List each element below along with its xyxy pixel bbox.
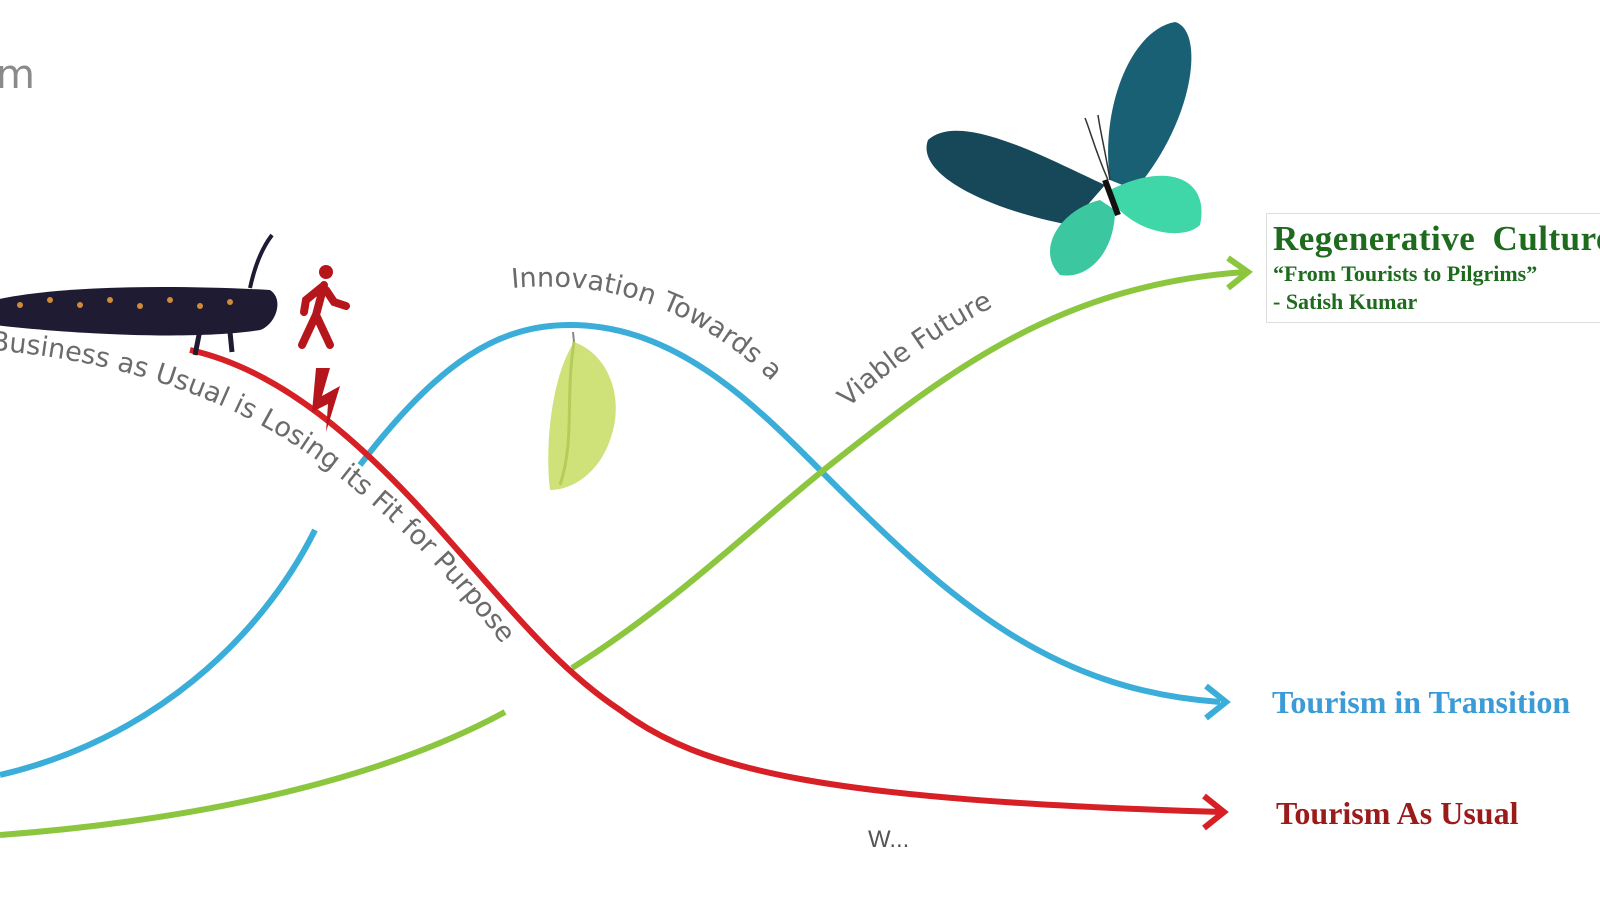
regenerative-culture-box: Regenerative Culture “From Tourists to P… — [1266, 213, 1600, 323]
caterpillar-icon — [0, 233, 278, 356]
transition-arrowhead-icon — [1204, 683, 1231, 721]
usual-curve — [189, 347, 1223, 815]
tourism-in-transition-label: Tourism in Transition — [1272, 684, 1571, 720]
transition-curve — [0, 528, 318, 778]
lightning-icon — [312, 368, 340, 432]
tourism-as-usual-label: Tourism As Usual — [1276, 795, 1519, 831]
svg-text:Viable Future: Viable Future — [832, 285, 997, 413]
regenerative-title: Regenerative Culture — [1273, 219, 1600, 258]
transition-curve-upper — [357, 321, 1221, 705]
regenerative-curve-lower — [0, 709, 507, 838]
chrysalis-icon — [548, 331, 616, 490]
butterfly-icon — [926, 22, 1202, 276]
bottom-text-fragment: W... — [868, 826, 910, 853]
regenerative-quote: “From Tourists to Pilgrims” — [1273, 261, 1538, 286]
usual-arrowhead-icon — [1202, 793, 1229, 831]
viable-future-label: Viable Future — [832, 285, 997, 413]
regenerative-attribution: - Satish Kumar — [1273, 289, 1418, 314]
regenerative-arrowhead-icon — [1226, 255, 1254, 291]
regenerative-curve — [570, 269, 1246, 671]
title-fragment: m — [0, 52, 35, 98]
walking-person-icon — [298, 265, 350, 349]
